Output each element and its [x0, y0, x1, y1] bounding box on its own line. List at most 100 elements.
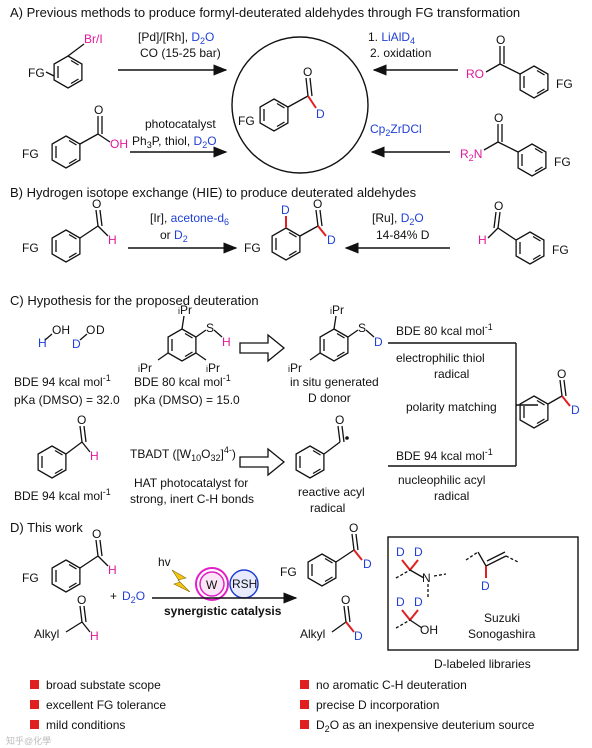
feature-right-1: no aromatic C-H deuteration: [316, 678, 467, 692]
aryl-halide-structure: Br/I FG: [28, 32, 103, 89]
bullet-icon: [30, 720, 39, 729]
svg-text:H: H: [222, 335, 231, 349]
alkyl-aldehyde-left: Alkyl O H: [34, 593, 99, 643]
electrophilic-line2: radical: [434, 367, 469, 381]
rsh-label: RSH: [232, 577, 257, 591]
synergistic-label: synergistic catalysis: [164, 604, 282, 618]
od-label: O: [86, 323, 95, 337]
w-catalyst-cycle: [199, 571, 225, 597]
svg-text:H: H: [90, 449, 99, 463]
hat-line1: HAT photocatalyst for: [134, 476, 248, 490]
nucleophilic-line1: nucleophilic acyl: [398, 473, 485, 487]
polarity-matching: polarity matching: [406, 400, 497, 414]
svg-text:H: H: [38, 336, 47, 350]
svg-text:D: D: [414, 545, 423, 559]
fg-label: FG: [28, 66, 45, 80]
svg-text:D: D: [96, 323, 105, 337]
feature-left-3: mild conditions: [46, 718, 125, 732]
r2n-label: R2N: [460, 147, 482, 163]
water-bde: BDE 94 kcal mol-1: [14, 373, 111, 389]
nucleophilic-line2: radical: [434, 489, 469, 503]
section-c-title: C) Hypothesis for the proposed deuterati…: [10, 293, 259, 308]
cond-photocatalyst: photocatalyst: [145, 117, 216, 131]
bullet-icon: [30, 680, 39, 689]
hollow-arrow-1: [239, 333, 286, 363]
d-label: D: [316, 107, 325, 121]
feature-left-2: excellent FG tolerance: [46, 698, 166, 712]
hat-line2: strong, inert C-H bonds: [130, 492, 254, 506]
svg-text:O: O: [496, 33, 505, 47]
benzaldehyde-d: O H FG: [22, 527, 117, 593]
svg-text:OH: OH: [52, 323, 70, 337]
svg-text:D: D: [414, 595, 423, 609]
svg-text:FG: FG: [552, 243, 569, 257]
svg-text:O: O: [92, 197, 101, 211]
svg-text:D: D: [396, 545, 405, 559]
benzaldehyde-b-left: O H FG: [22, 197, 117, 263]
sonogashira-label: Sonogashira: [468, 627, 536, 641]
br-i-label: Br/I: [84, 32, 103, 46]
svg-text:H: H: [108, 233, 117, 247]
cond-oxidation: 2. oxidation: [370, 46, 431, 60]
deuterated-thiol-structure: iPr S D iPr: [288, 303, 383, 375]
svg-text:OH: OH: [110, 137, 128, 151]
cond-co-pressure: CO (15-25 bar): [140, 46, 221, 60]
benzaldehyde-bde: BDE 94 kcal mol-1: [14, 487, 111, 503]
svg-text:FG: FG: [238, 114, 255, 128]
hollow-arrow-2: [239, 447, 286, 477]
plus-sign: +: [110, 589, 117, 603]
svg-text:O: O: [77, 593, 86, 607]
svg-text:iPr: iPr: [206, 361, 220, 375]
cond-ir: [Ir], acetone-d6: [150, 211, 229, 227]
svg-text:OH: OH: [420, 623, 438, 637]
features-right: no aromatic C-H deuteration precise D in…: [300, 678, 535, 734]
svg-text:FG: FG: [556, 77, 573, 91]
svg-text:FG: FG: [22, 147, 39, 161]
lightning-icon: [171, 569, 191, 593]
cond-lialD4: 1. LiAlD4: [368, 30, 415, 46]
suzuki-label: Suzuki: [484, 611, 520, 625]
cond-ru: [Ru], D2O: [372, 211, 424, 227]
box-bde80: BDE 80 kcal mol-1: [396, 322, 493, 338]
bullet-icon: [300, 720, 309, 729]
svg-text:D: D: [396, 595, 405, 609]
svg-text:D: D: [281, 203, 290, 217]
svg-text:iPr: iPr: [178, 303, 192, 317]
alkene-motif: D: [465, 551, 519, 593]
ester-structure: O RO FG: [466, 33, 573, 99]
svg-text:D: D: [72, 337, 81, 351]
svg-text:iPr: iPr: [330, 303, 344, 317]
svg-text:FG: FG: [554, 155, 571, 169]
svg-text:D: D: [354, 629, 363, 643]
acyl-line1: reactive acyl: [298, 485, 365, 499]
svg-text:FG: FG: [22, 571, 39, 585]
cd2oh-motif: D D OH: [395, 595, 438, 637]
svg-text:D: D: [327, 233, 336, 247]
svg-text:O: O: [349, 521, 358, 535]
svg-text:FG: FG: [22, 241, 39, 255]
bullet-icon: [300, 680, 309, 689]
benzaldehyde-c: O H: [37, 413, 99, 479]
box-bde94: BDE 94 kcal mol-1: [396, 447, 493, 463]
cond-pd-rh: [Pd]/[Rh], D2O: [138, 30, 214, 46]
libraries-label: D-labeled libraries: [434, 657, 531, 671]
tbadt-label: TBADT ([W10O32]4-): [130, 445, 236, 463]
watermark: 知乎@化學: [6, 735, 51, 746]
thiol-structure: iPr S H iPr iPr: [138, 303, 231, 375]
electrophilic-line1: electrophilic thiol: [396, 351, 485, 365]
svg-text:O: O: [77, 413, 86, 427]
svg-text:O: O: [335, 413, 344, 427]
svg-text:D: D: [571, 403, 580, 417]
svg-text:D: D: [374, 335, 383, 349]
svg-text:O: O: [341, 593, 350, 607]
svg-text:O: O: [494, 199, 503, 213]
water-pka: pKa (DMSO) = 32.0: [14, 393, 120, 407]
product-d-aryl: O D FG: [280, 521, 372, 587]
svg-text:iPr: iPr: [138, 361, 152, 375]
svg-text:S: S: [206, 321, 214, 335]
svg-text:H: H: [90, 629, 99, 643]
section-a-title: A) Previous methods to produce formyl-de…: [10, 5, 520, 20]
feature-right-2: precise D incorporation: [316, 698, 439, 712]
section-b-title: B) Hydrogen isotope exchange (HIE) to pr…: [10, 185, 417, 200]
